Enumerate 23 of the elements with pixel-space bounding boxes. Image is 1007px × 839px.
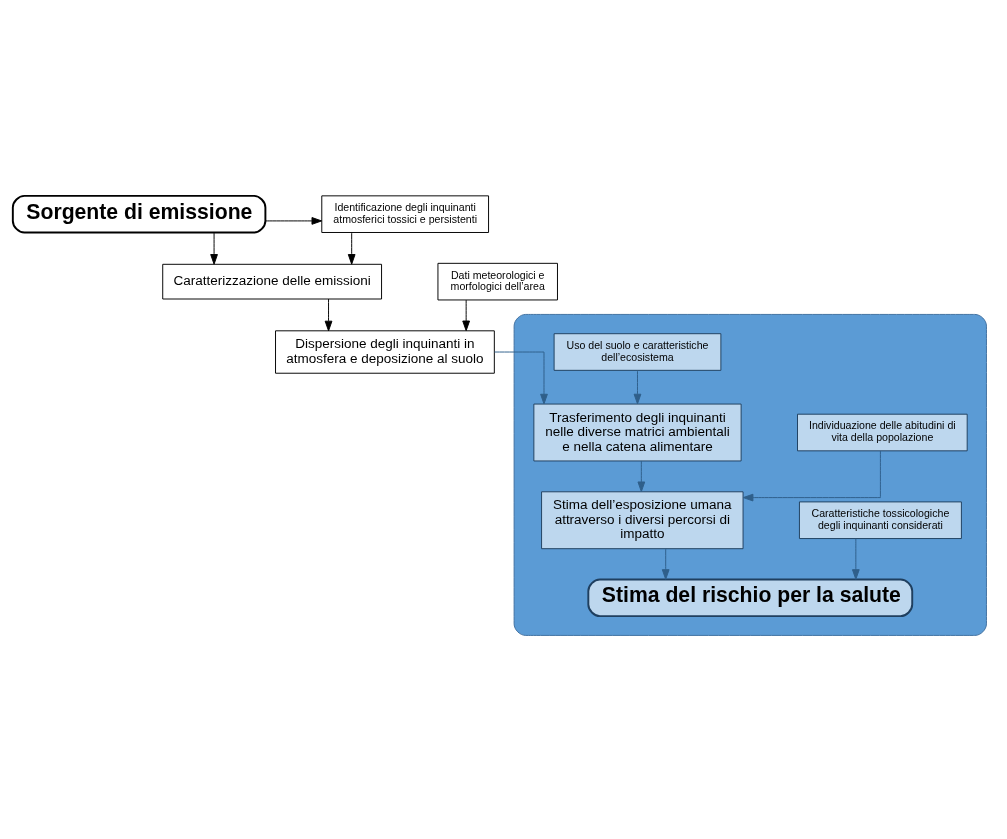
arrow <box>324 298 333 332</box>
cluster <box>513 313 987 636</box>
node-box: Sorgente di emissione <box>11 194 267 234</box>
node-box: Uso del suolo e caratteristiche dell’ecosistema <box>553 333 722 371</box>
arrow <box>633 370 642 405</box>
arrow <box>661 548 670 580</box>
arrow <box>265 217 323 225</box>
arrow <box>852 538 860 580</box>
node-box: Dati meteorologici e morfologici dell’area <box>437 262 558 301</box>
node-box: Identificazione degli inquinanti atmosferici tossici e persistenti <box>321 195 490 233</box>
arrow <box>494 351 548 405</box>
arrow <box>462 299 470 332</box>
arrow <box>637 460 646 493</box>
node-box: Caratteristiche tossicologiche degli inquinanti considerati <box>798 501 962 540</box>
node-box: Caratterizzazione delle emissioni <box>162 263 383 300</box>
arrow <box>742 450 881 502</box>
node-box: Stima dell’esposizione umana attraverso i diversi percorsi di impatto <box>541 491 744 550</box>
arrow <box>347 232 356 265</box>
node-box: Stima del rischio per la salute <box>587 578 914 618</box>
node-box: Trasferimento degli inquinanti nelle diverse matrici ambientali e nella catena alimentare <box>533 403 742 462</box>
node-box: Dispersione degli inquinanti in atmosfera e deposizione al suolo <box>275 330 495 374</box>
arrow <box>210 232 218 265</box>
node-box: Individuazione delle abitudini di vita della popolazione <box>797 413 968 452</box>
